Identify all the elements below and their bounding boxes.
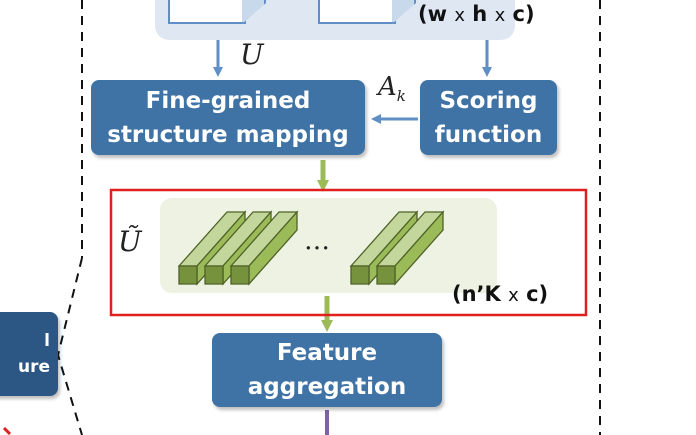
feature-map-dot: · bbox=[354, 0, 359, 8]
feature-aggregation-box: Feature aggregation bbox=[212, 333, 442, 407]
feature-map-left: · bbox=[168, 0, 246, 24]
symbol-u-tilde: Ũ bbox=[118, 225, 142, 258]
left-partial-box: l ure bbox=[0, 312, 58, 396]
bars-ellipsis: … bbox=[304, 226, 330, 256]
fine-grained-structure-mapping-box: Fine-grained structure mapping bbox=[91, 80, 365, 155]
partial-red-arrow bbox=[2, 426, 12, 435]
scoring-function-box: Scoring function bbox=[420, 80, 557, 155]
feature-bar-front bbox=[376, 265, 396, 285]
feature-bar-front bbox=[230, 265, 250, 285]
feature-bar-front bbox=[178, 265, 198, 285]
feature-bar-front bbox=[204, 265, 224, 285]
feature-map-right: · bbox=[318, 0, 396, 24]
symbol-u: U bbox=[240, 38, 264, 71]
highlight-region bbox=[109, 188, 588, 317]
selected-dimension-label: (n’K x c) bbox=[452, 282, 549, 306]
feature-bar-front bbox=[350, 265, 370, 285]
bar-group-right bbox=[349, 210, 445, 286]
bar-group-left bbox=[177, 210, 299, 286]
dashed-boundary-bend bbox=[56, 257, 83, 435]
input-dimension-label: (w x h x c) bbox=[418, 2, 535, 26]
symbol-a-k: Ak bbox=[378, 72, 406, 106]
feature-map-dot: · bbox=[204, 0, 209, 8]
